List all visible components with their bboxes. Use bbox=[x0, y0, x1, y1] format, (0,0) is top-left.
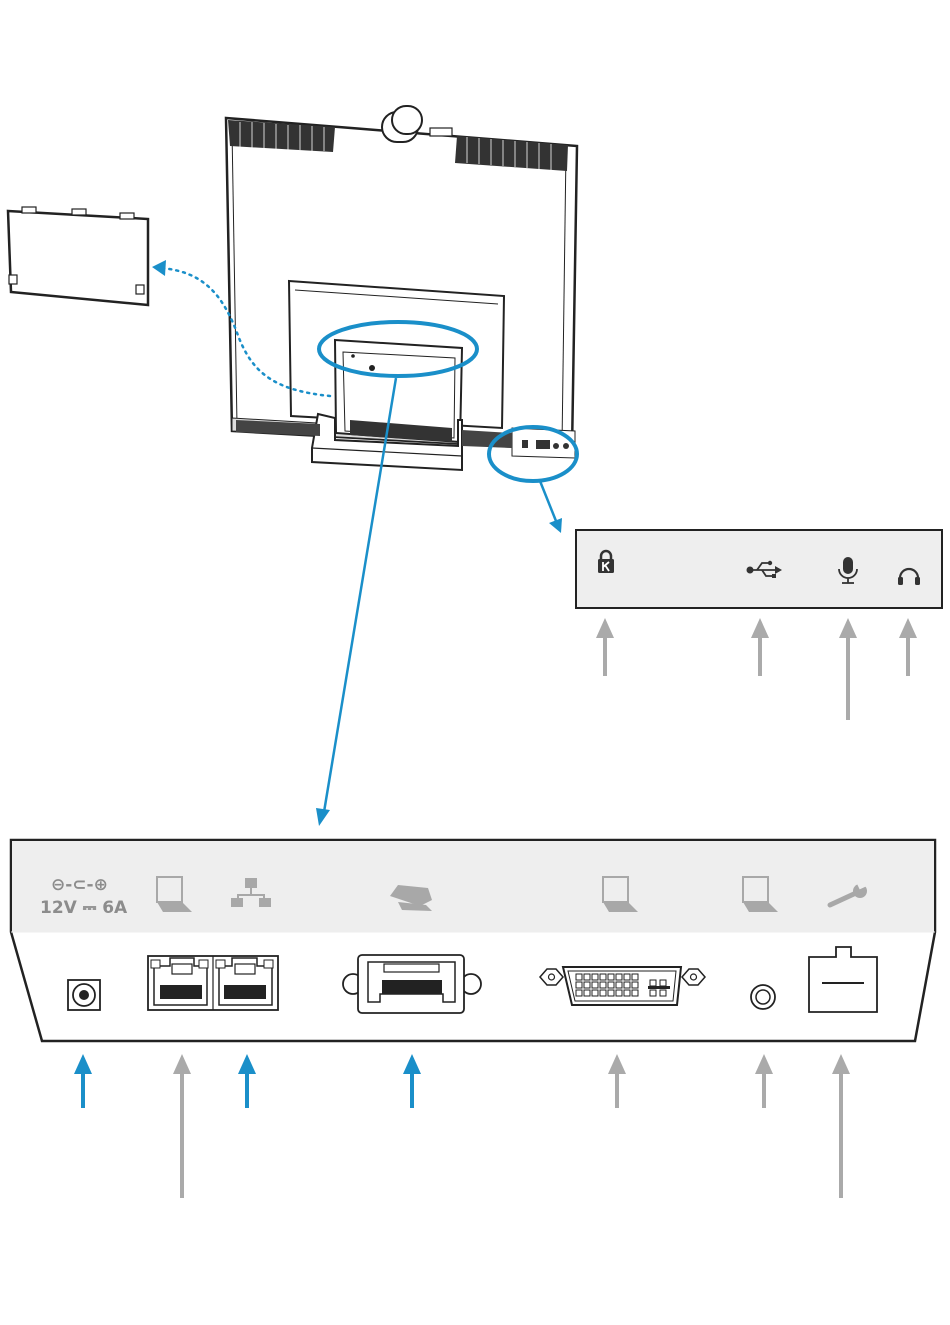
side-callout-leader bbox=[540, 481, 556, 521]
removed-cover-panel bbox=[8, 207, 148, 305]
dc-power-jack bbox=[68, 980, 100, 1010]
power-polarity-symbol: ⊖-⊂-⊕ bbox=[51, 875, 108, 895]
service-port bbox=[809, 947, 877, 1012]
ethernet-port-network bbox=[216, 958, 273, 1005]
device-back-view bbox=[226, 106, 577, 470]
side-panel-arrows bbox=[596, 618, 917, 720]
power-rating-label: 12V ⎓ 6A bbox=[40, 898, 128, 918]
touch-controller-port bbox=[343, 955, 481, 1013]
audio-jack bbox=[751, 985, 775, 1009]
rear-panel-arrows bbox=[74, 1054, 850, 1198]
rear-connector-panel: ⊖-⊂-⊕ 12V ⎓ 6A bbox=[11, 840, 935, 1041]
side-connector-panel bbox=[576, 530, 942, 608]
